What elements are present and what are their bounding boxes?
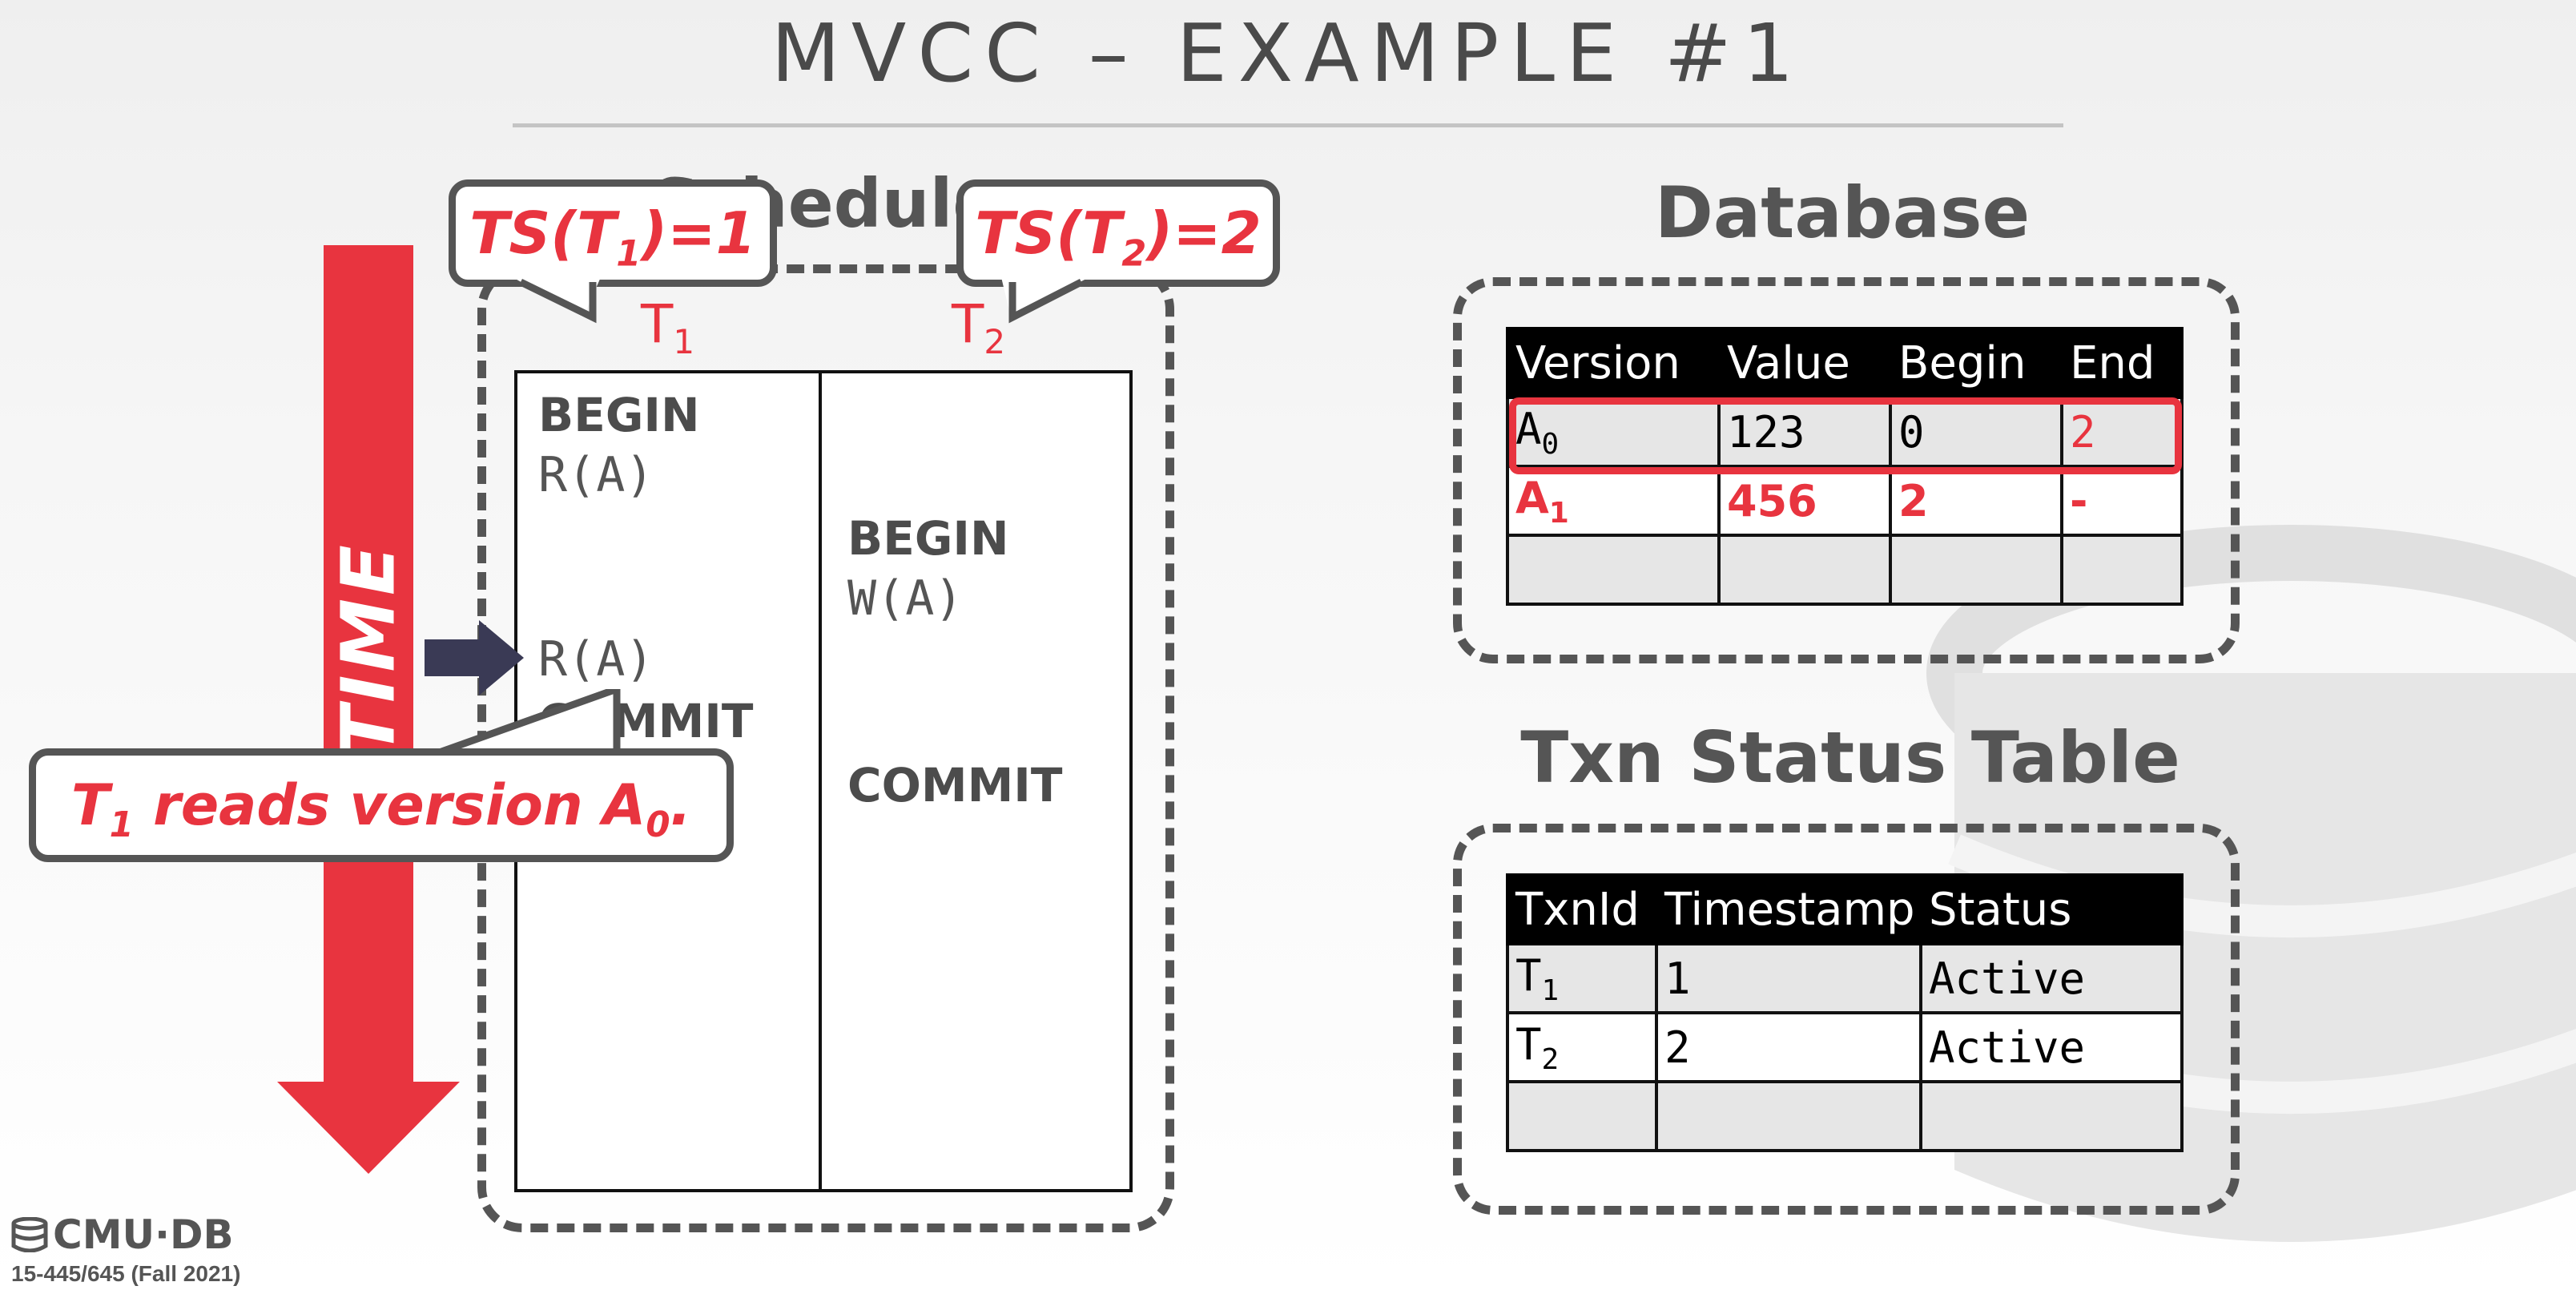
t1-op-begin: BEGIN <box>538 388 700 442</box>
t2-header: T2 <box>952 293 1006 362</box>
value-cell: 456 <box>1717 465 1892 537</box>
begin-cell <box>1889 534 2063 606</box>
status-cell: Active <box>1919 1011 2184 1083</box>
end-cell: 2 <box>2060 396 2184 468</box>
logo-text: CMU·DB <box>53 1211 234 1258</box>
t2-op-write: W(A) <box>847 570 964 627</box>
t2-op-begin: BEGIN <box>847 511 1009 566</box>
t2-op-commit: COMMIT <box>847 758 1063 812</box>
table-row: T2 2 Active <box>1506 1011 2184 1083</box>
column-header: End <box>2060 327 2184 399</box>
value-cell: 123 <box>1717 396 1892 468</box>
database-icon <box>11 1217 48 1252</box>
status-cell: Active <box>1919 942 2184 1014</box>
table-row: A1 456 2 - <box>1506 465 2184 537</box>
current-step-arrow <box>425 639 482 676</box>
column-header: Begin <box>1889 327 2063 399</box>
database-title: Database <box>1654 171 2031 254</box>
column-header: Status <box>1919 873 2184 945</box>
begin-cell: 2 <box>1889 465 2063 537</box>
timestamp-cell: 2 <box>1655 1011 1922 1083</box>
read-version-callout: T1 reads version A0. <box>29 748 734 862</box>
txn-id-cell <box>1506 1080 1658 1152</box>
schedule-column-divider <box>819 370 822 1192</box>
t2-timestamp-callout: TS(T2)=2 <box>956 179 1280 287</box>
column-header: TxnId <box>1506 873 1658 945</box>
table-row <box>1506 1080 2184 1152</box>
database-table: Version Value Begin End A0 123 0 2 A1 45… <box>1506 327 2184 606</box>
reads-callout-tail <box>433 689 621 759</box>
end-cell: - <box>2060 465 2184 537</box>
table-row: A0 123 0 2 <box>1506 396 2184 468</box>
database-frame <box>1453 277 2240 663</box>
version-cell: A0 <box>1506 396 1721 468</box>
txn-status-frame <box>1453 824 2240 1215</box>
t1-op-read-1: R(A) <box>538 447 654 503</box>
cmu-db-logo: CMU·DB <box>11 1211 234 1258</box>
visible-version-highlight <box>1509 397 2182 474</box>
txn-id-cell: T2 <box>1506 1011 1658 1083</box>
begin-cell: 0 <box>1889 396 2063 468</box>
time-label: TIME <box>325 542 412 756</box>
t1-header: T1 <box>641 293 695 362</box>
t1-op-read-2: R(A) <box>538 631 654 687</box>
current-step-arrow-head <box>479 620 524 695</box>
version-cell: A1 <box>1506 465 1721 537</box>
t2-callout-tail <box>1001 277 1089 324</box>
value-cell <box>1717 534 1892 606</box>
column-header: Timestamp <box>1655 873 1922 945</box>
time-arrow-shaft <box>324 245 413 1086</box>
table-row <box>1506 534 2184 606</box>
version-cell <box>1506 534 1721 606</box>
timestamp-cell: 1 <box>1655 942 1922 1014</box>
slide-title: MVCC – EXAMPLE #1 <box>771 6 1805 100</box>
txn-id-cell: T1 <box>1506 942 1658 1014</box>
column-header: Version <box>1506 327 1721 399</box>
table-row: T1 1 Active <box>1506 942 2184 1014</box>
t1-timestamp-callout: TS(T1)=1 <box>449 179 777 287</box>
txn-status-table: TxnId Timestamp Status T1 1 Active T2 2 … <box>1506 873 2184 1152</box>
t1-callout-tail <box>513 277 601 324</box>
status-cell <box>1919 1080 2184 1152</box>
title-divider <box>513 123 2063 127</box>
end-cell <box>2060 534 2184 606</box>
column-header: Value <box>1717 327 1892 399</box>
timestamp-cell <box>1655 1080 1922 1152</box>
course-label: 15-445/645 (Fall 2021) <box>11 1261 241 1286</box>
time-arrow-head <box>277 1082 460 1174</box>
txn-status-title: Txn Status Table <box>1520 716 2180 799</box>
